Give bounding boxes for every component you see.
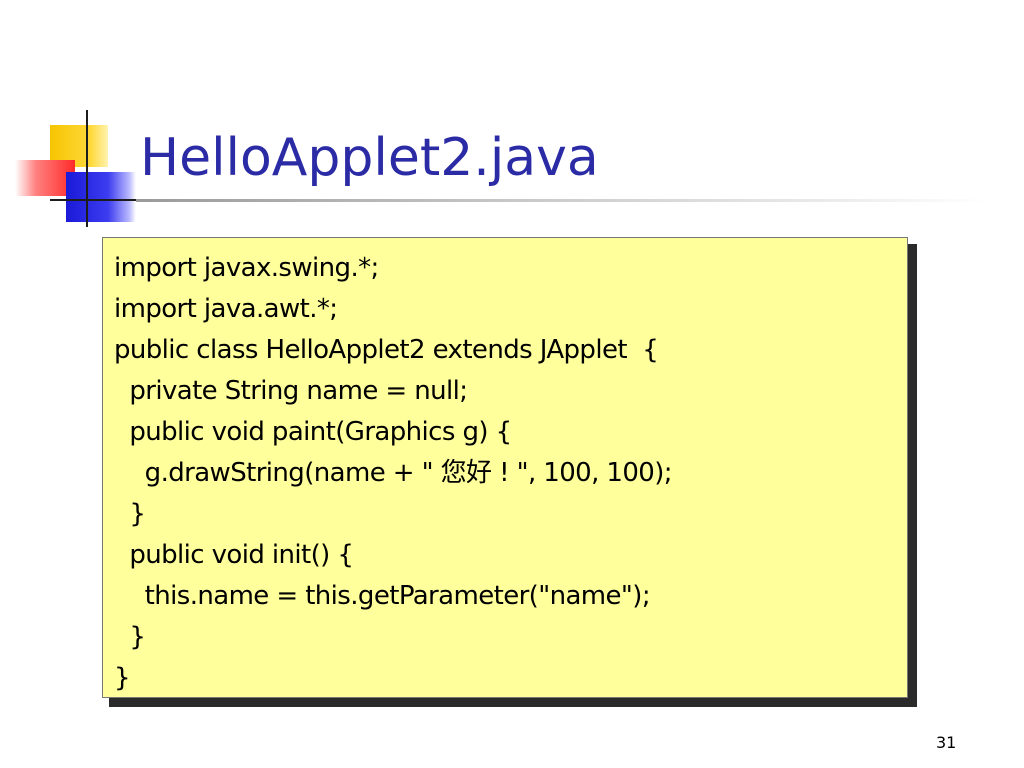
code-line: import javax.swing.*; — [114, 253, 379, 283]
code-line: public class HelloApplet2 extends JApple… — [114, 335, 659, 365]
logo-horizontal-line — [50, 199, 140, 201]
code-box: import javax.swing.*; import java.awt.*;… — [102, 237, 908, 698]
code-line: } — [114, 622, 146, 652]
code-line: public void paint(Graphics g) { — [114, 417, 512, 447]
code-line: this.name = this.getParameter("name"); — [114, 581, 651, 611]
code-line: public void init() { — [114, 540, 354, 570]
logo-vertical-line — [86, 110, 88, 227]
code-line: } — [114, 663, 131, 693]
code-line: } — [114, 499, 146, 529]
title-underline — [136, 199, 986, 202]
code-line: private String name = null; — [114, 376, 468, 406]
logo-blue-square — [66, 172, 136, 222]
slide-logo-icon — [0, 0, 140, 230]
logo-red-square — [15, 160, 75, 196]
page-number: 31 — [936, 733, 957, 752]
code-line: import java.awt.*; — [114, 294, 338, 324]
code-line: g.drawString(name + " 您好 ! ", 100, 100); — [114, 458, 673, 488]
slide-title: HelloApplet2.java — [140, 128, 599, 188]
